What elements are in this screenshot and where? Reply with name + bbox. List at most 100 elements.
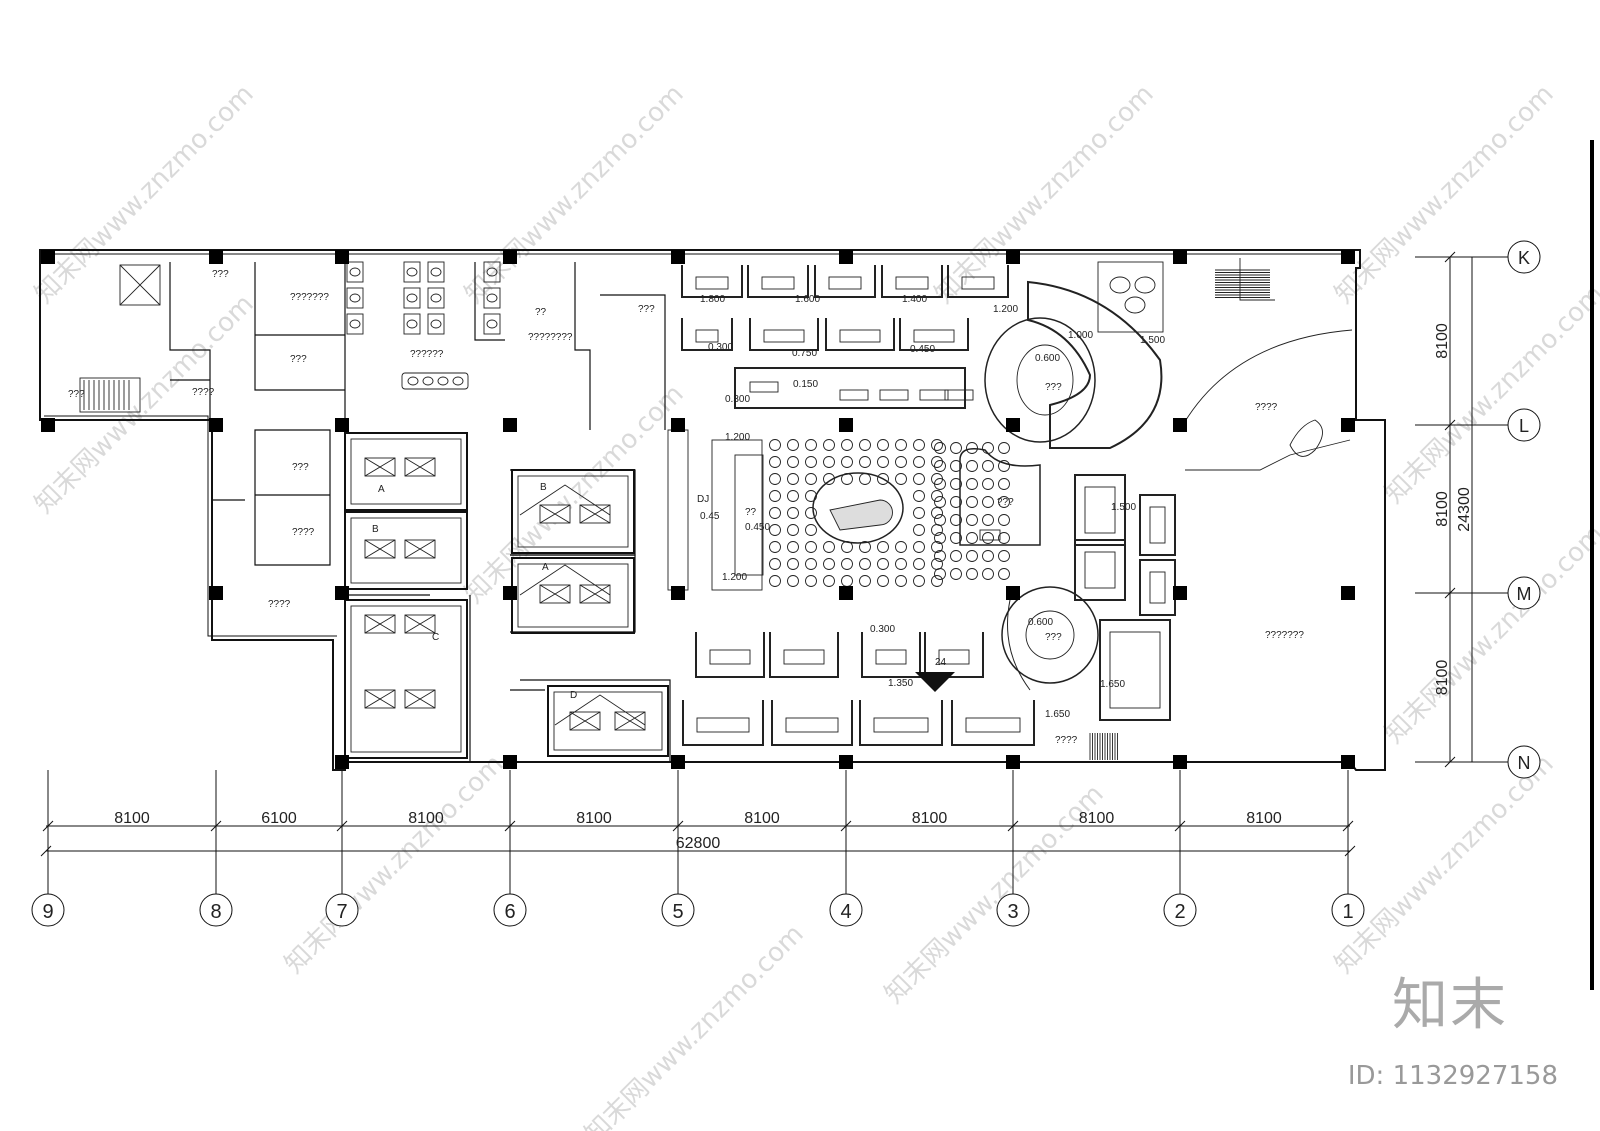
room-label: B — [372, 524, 379, 535]
private-room — [547, 685, 669, 757]
seat — [787, 558, 799, 570]
level-mark: 1.800 — [700, 294, 725, 305]
booth — [825, 318, 895, 351]
dim-text: 8100 — [744, 810, 780, 827]
toilet-stall — [483, 261, 501, 283]
room-label: A — [542, 562, 549, 573]
seat — [859, 456, 871, 468]
watermark-text: 知末网www.znzmo.com — [459, 79, 690, 310]
dim-text: 6100 — [261, 810, 297, 827]
watermark-text: 知末网www.znzmo.com — [579, 919, 810, 1131]
seat — [913, 558, 925, 570]
column — [335, 755, 349, 769]
booth — [681, 318, 733, 351]
toilet — [430, 319, 442, 329]
elevator — [119, 264, 161, 306]
lounge-seat — [1109, 276, 1131, 294]
seat — [982, 460, 994, 472]
seat — [950, 442, 962, 454]
bar-table — [944, 389, 974, 401]
room-label: ???? — [268, 599, 291, 610]
grid-label: M — [1517, 584, 1532, 604]
seat — [895, 541, 907, 553]
booth — [695, 632, 765, 678]
seat — [787, 541, 799, 553]
private-room-inner — [350, 605, 462, 753]
level-mark: 1.200 — [725, 432, 750, 443]
bar-table — [879, 389, 909, 401]
booth — [814, 265, 876, 298]
table-hatch — [404, 689, 436, 709]
grid-bubble — [996, 893, 1030, 927]
seat — [859, 541, 871, 553]
room-label: ??????? — [290, 292, 329, 303]
column — [671, 418, 685, 432]
dj-counter — [711, 439, 763, 591]
table-hatch — [404, 539, 436, 559]
ceiling-line — [554, 694, 646, 726]
booth — [749, 318, 819, 351]
room-label: ?????? — [410, 349, 444, 360]
brand-logo: 知末 — [1392, 973, 1508, 1038]
seat — [877, 439, 889, 451]
wash-basin — [401, 372, 469, 390]
table-hatch — [539, 504, 571, 524]
grid-bubble — [1507, 240, 1541, 274]
column — [1006, 755, 1020, 769]
dim-tick — [1174, 820, 1186, 832]
dance-floor — [959, 448, 1041, 546]
seat — [913, 524, 925, 536]
dim-tick — [336, 820, 348, 832]
room-label: ???????? — [528, 332, 573, 343]
grid-label: K — [1518, 248, 1530, 268]
round-room — [1001, 586, 1099, 684]
seat — [982, 442, 994, 454]
dim-tick — [42, 820, 54, 832]
room-label: ???? — [292, 527, 315, 538]
ramp — [1007, 599, 1031, 691]
seat — [787, 507, 799, 519]
toilet-stall — [427, 313, 445, 335]
room-label: ??? — [638, 304, 655, 315]
seat — [841, 558, 853, 570]
room-label: ??? — [1045, 632, 1062, 643]
column — [839, 755, 853, 769]
room-labels: ????????????????????????????????????????… — [68, 269, 1304, 746]
column — [41, 250, 55, 264]
side-booth-inner — [1084, 551, 1116, 589]
booth-table — [783, 649, 825, 665]
column — [1006, 586, 1020, 600]
watermark-text: 知末网www.znzmo.com — [1379, 519, 1600, 750]
booth-table — [875, 649, 907, 665]
watermark-text: 知末网www.znzmo.com — [459, 379, 690, 610]
column — [839, 586, 853, 600]
grid-label: 8 — [210, 901, 221, 923]
seat — [769, 524, 781, 536]
basin — [422, 376, 434, 386]
seat — [805, 541, 817, 553]
watermark-text: 知末网www.znzmo.com — [929, 79, 1160, 310]
dim-tick — [1344, 845, 1356, 857]
private-room — [511, 557, 635, 634]
booth-table — [961, 276, 995, 290]
column — [671, 755, 685, 769]
toilet-stall — [346, 261, 364, 283]
watermark-text: 知末网www.znzmo.com — [1329, 79, 1560, 310]
seat — [998, 568, 1010, 580]
side-booth — [1139, 559, 1176, 616]
seat — [931, 507, 943, 519]
seat — [769, 473, 781, 485]
grid-bubble — [1507, 408, 1541, 442]
dim-tick — [840, 820, 852, 832]
dim-text: 8100 — [1434, 323, 1451, 359]
toilet-stall — [346, 287, 364, 309]
seat — [950, 568, 962, 580]
seat — [950, 550, 962, 562]
seat — [859, 473, 871, 485]
side-booth-inner — [1084, 486, 1116, 534]
column — [1006, 250, 1020, 264]
dim-text: 8100 — [1079, 810, 1115, 827]
grid-label: 4 — [840, 901, 851, 923]
table-hatch — [404, 614, 436, 634]
dim-text: 8100 — [114, 810, 150, 827]
